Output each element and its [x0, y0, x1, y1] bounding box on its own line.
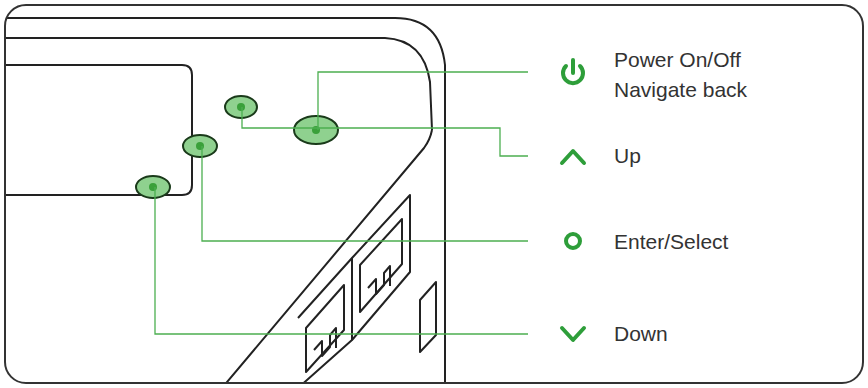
front-face [222, 122, 445, 383]
down-chevron-icon [562, 328, 584, 340]
dot [312, 126, 320, 134]
button-dots [149, 103, 320, 191]
leader-line [242, 107, 528, 156]
leader-line [318, 72, 528, 130]
up-button [225, 96, 257, 118]
dot [196, 142, 204, 150]
select-circle-icon [566, 234, 580, 248]
up-chevron-icon [562, 151, 584, 163]
device-outer-edge [5, 18, 445, 383]
down-button [136, 176, 170, 198]
button-label: Down [614, 321, 668, 346]
leader-line [202, 146, 528, 241]
button-label: Up [614, 143, 641, 168]
side-slot [420, 282, 436, 352]
buttons [136, 96, 338, 198]
power-button [294, 116, 338, 144]
button-label: Navigate back [614, 77, 747, 102]
front-face-edge [222, 130, 432, 383]
button-label: Enter/Select [614, 229, 728, 254]
leader-line [155, 187, 528, 334]
device-top-lip [5, 38, 432, 130]
screen [5, 65, 192, 195]
power-icon [563, 60, 583, 83]
frame-border [5, 5, 863, 383]
dot [237, 103, 245, 111]
port-left [298, 258, 352, 383]
device-body [5, 18, 445, 383]
button-label: Power On/Off [614, 47, 741, 72]
port-right [352, 195, 410, 340]
dot [149, 183, 157, 191]
icons [562, 60, 584, 340]
enter-button [183, 135, 217, 157]
leader-lines [155, 72, 528, 334]
